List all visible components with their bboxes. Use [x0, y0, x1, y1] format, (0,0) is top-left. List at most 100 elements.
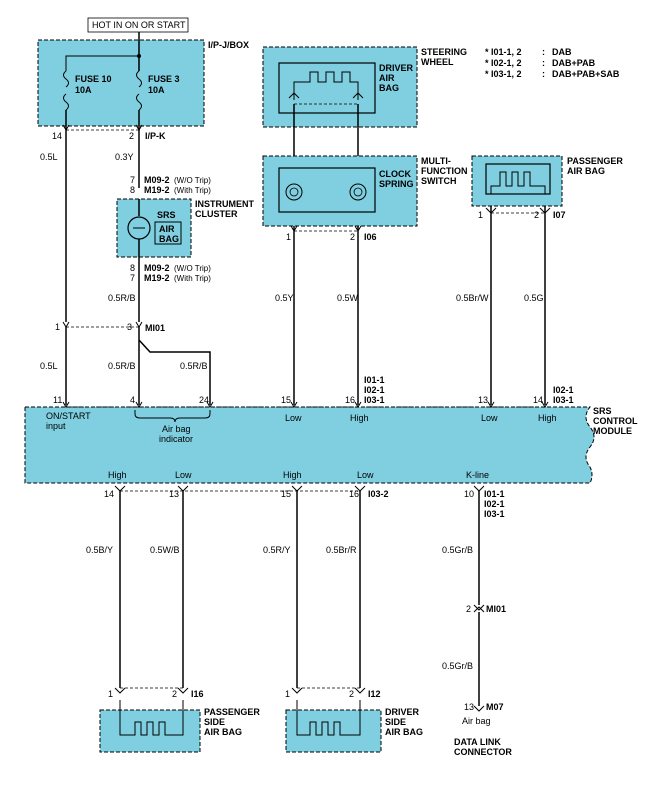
- airbag-indicator-1: Air bag: [162, 424, 191, 434]
- mi01-bot-label: MI01: [486, 604, 506, 614]
- airbag-lamp-l1: AIR: [159, 224, 175, 234]
- i16-pin-2: 2: [172, 689, 177, 699]
- legend-code-1: I01-1, 2: [491, 47, 522, 57]
- mfs-label-1: MULTI-: [421, 156, 451, 166]
- module-pin-14: 14: [533, 395, 543, 405]
- i12-pin-2: 2: [349, 689, 354, 699]
- ipk-label: I/P-K: [145, 131, 166, 141]
- passenger-airbag-l2: AIR BAG: [567, 166, 605, 176]
- fuse-10-rating: 10A: [75, 85, 92, 95]
- cluster-top-conn-2: M19-2: [144, 185, 170, 195]
- i16-label: I16: [191, 689, 204, 699]
- wire-label-05rb-b: 0.5R/B: [108, 361, 136, 371]
- module-b-high-2: High: [283, 470, 302, 480]
- module-conn-k-1: I01-1: [484, 489, 505, 499]
- ipj-box-label: I/P-J/BOX: [208, 40, 249, 50]
- airbag-indicator-2: indicator: [159, 434, 193, 444]
- module-b-low-2: Low: [357, 470, 374, 480]
- legend-code-2: I02-1, 2: [491, 58, 522, 68]
- legend: * I01-1, 2 : DAB * I02-1, 2 : DAB+PAB * …: [485, 47, 620, 79]
- legend-sep-1: :: [542, 47, 545, 57]
- drv-side-l3: AIR BAG: [385, 727, 423, 737]
- passenger-airbag-squib-icon: [490, 171, 546, 194]
- legend-mark-3: *: [485, 69, 489, 79]
- dlc-pin: 13: [464, 702, 474, 712]
- wire-label-05by: 0.5B/Y: [86, 545, 113, 555]
- legend-value-3: DAB+PAB+SAB: [552, 69, 620, 79]
- module-low-2: Low: [481, 413, 498, 423]
- module-b-high-1: High: [108, 470, 127, 480]
- cluster-bot-pin-8: 8: [130, 263, 135, 273]
- module-low-1: Low: [285, 413, 302, 423]
- module-conn-mid-2: I02-1: [364, 385, 385, 395]
- i07-pin-1: 1: [478, 210, 483, 220]
- module-high-1: High: [350, 413, 369, 423]
- i12-label: I12: [368, 689, 381, 699]
- module-high-2: High: [538, 413, 557, 423]
- dlc-l1: DATA LINK: [454, 737, 501, 747]
- cluster-bot-conn-1: M09-2: [144, 263, 170, 273]
- mi01-bot-pin: 2: [466, 604, 471, 614]
- drv-side-l2: SIDE: [385, 717, 406, 727]
- wire-label-05wb: 0.5W/B: [150, 545, 180, 555]
- cluster-bot-pin-7: 7: [130, 273, 135, 283]
- ipk-pin-2: 2: [129, 131, 134, 141]
- airbag-lamp-l2: BAG: [159, 234, 179, 244]
- wire-label-03y: 0.3Y: [115, 152, 134, 162]
- passenger-side-airbag-box: [99, 709, 201, 753]
- wire-label-05brw: 0.5Br/W: [456, 293, 489, 303]
- mi01-top-label: MI01: [145, 323, 165, 333]
- module-conn-mid-1: I01-1: [364, 375, 385, 385]
- passenger-airbag-l1: PASSENGER: [567, 156, 623, 166]
- fuse-3-name: FUSE 3: [148, 74, 180, 84]
- cluster-top-pin-8: 8: [130, 185, 135, 195]
- module-kline: K-line: [466, 470, 489, 480]
- cluster-top-note-1: (W/O Trip): [174, 176, 211, 185]
- cluster-bot-note-2: (With Trip): [174, 274, 211, 283]
- module-conn-k-2: I02-1: [484, 499, 505, 509]
- on-start-input-1: ON/START: [46, 411, 91, 421]
- module-i03-2: I03-2: [368, 489, 389, 499]
- driver-airbag-l1: DRIVER: [379, 63, 414, 73]
- module-pin-24: 24: [199, 395, 209, 405]
- legend-mark-1: *: [485, 47, 489, 57]
- fuse-10-name: FUSE 10: [75, 74, 112, 84]
- wire-label-05g: 0.5G: [524, 293, 544, 303]
- pass-side-l2: SIDE: [204, 717, 225, 727]
- module-bpin-13: 13: [169, 489, 179, 499]
- module-name-1: SRS: [593, 406, 612, 416]
- driver-airbag-l2: AIR: [379, 73, 395, 83]
- legend-value-2: DAB+PAB: [552, 58, 596, 68]
- module-conn-right-2: I03-1: [553, 395, 574, 405]
- module-pin-4: 4: [130, 395, 135, 405]
- module-bpin-15: 15: [281, 489, 291, 499]
- mfs-label-3: SWITCH: [421, 176, 457, 186]
- cluster-top-conn-1: M09-2: [144, 175, 170, 185]
- cluster-bot-conn-2: M19-2: [144, 273, 170, 283]
- dlc-sub: Air bag: [462, 716, 491, 726]
- module-conn-k-3: I03-1: [484, 509, 505, 519]
- wire-label-05brr: 0.5Br/R: [326, 545, 357, 555]
- cluster-top-note-2: (With Trip): [174, 186, 211, 195]
- module-name-2: CONTROL: [593, 416, 638, 426]
- i07-pin-2: 2: [534, 210, 539, 220]
- wire-label-05rb-a: 0.5R/B: [108, 293, 136, 303]
- i06-pin-2: 2: [350, 232, 355, 242]
- ipk-pin-14: 14: [52, 131, 62, 141]
- module-b-low-1: Low: [175, 470, 192, 480]
- module-pin-15: 15: [281, 395, 291, 405]
- steering-label-1: STEERING: [421, 47, 467, 57]
- fuse-10-symbol: [63, 70, 69, 111]
- wire-label-05w: 0.5W: [337, 293, 359, 303]
- clock-spring-coil-right-icon: [349, 183, 367, 201]
- legend-sep-2: :: [542, 58, 545, 68]
- i06-pin-1: 1: [286, 232, 291, 242]
- dlc-label: M07: [486, 702, 504, 712]
- on-start-input-2: input: [46, 421, 66, 431]
- fuse-3-symbol: [136, 70, 142, 111]
- module-pin-13: 13: [478, 395, 488, 405]
- wire-label-05grb-a: 0.5Gr/B: [442, 545, 473, 555]
- wire-label-05l-b: 0.5L: [40, 361, 58, 371]
- mi01-top-pin-1: 1: [55, 322, 60, 332]
